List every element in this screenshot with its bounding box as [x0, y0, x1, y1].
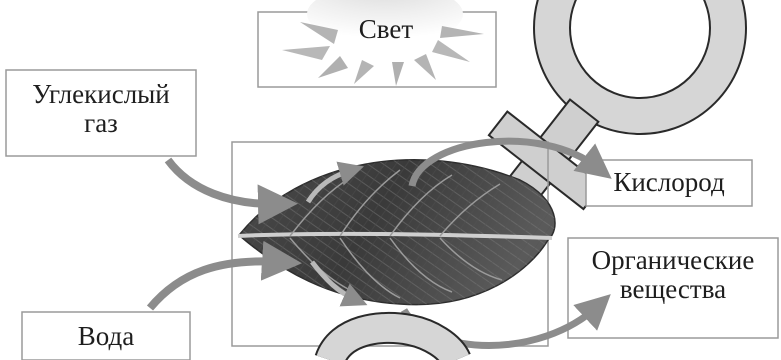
- sun-label: Свет: [330, 15, 442, 44]
- water-label: Вода: [22, 322, 190, 351]
- organic-matter-line2: вещества: [568, 275, 778, 304]
- water-inflow-arrow: [150, 261, 282, 308]
- bottom-ring-fragment: [330, 328, 456, 360]
- co2-inflow-arrow: [168, 160, 278, 204]
- organic-matter-label: Органические вещества: [568, 246, 778, 304]
- organic-matter-line1: Органические: [568, 246, 778, 275]
- leaf-icon: [238, 160, 555, 305]
- oxygen-label: Кислород: [588, 168, 750, 197]
- carbon-dioxide-label: Углекислый газ: [16, 80, 186, 138]
